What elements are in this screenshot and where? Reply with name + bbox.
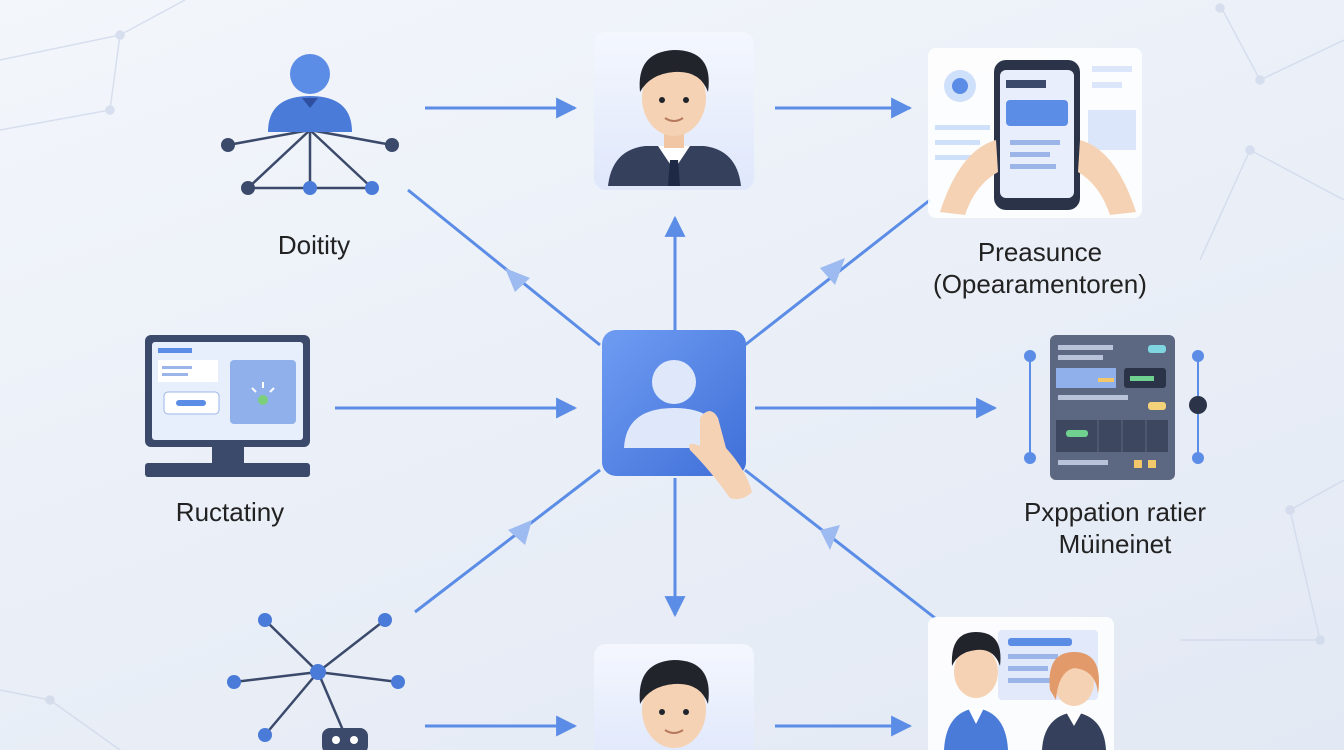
businessman-avatar-icon [594, 32, 754, 190]
label-top-right: Preasunce (Opearamentoren) [895, 236, 1185, 300]
network-person-icon [221, 54, 399, 195]
team-presentation-icon [928, 617, 1114, 750]
arrow-top-left-to-center [407, 188, 601, 347]
network-hub-icon [227, 613, 405, 750]
arrow-bottom-left-to-center [414, 468, 601, 614]
arrow-center-to-bottom-right [744, 468, 936, 620]
businessman-avatar-icon-bottom [594, 644, 754, 750]
label-top-left: Doitity [277, 230, 351, 260]
arrow-midpoint-heads [505, 258, 845, 550]
desktop-monitor-icon [145, 335, 310, 477]
label-middle-right-line2: Müineinet [1058, 529, 1172, 559]
label-middle-left: Ructatiny [175, 497, 285, 527]
smartphone-hands-icon [928, 48, 1142, 218]
label-top-right-line2: (Opearamentoren) [933, 269, 1147, 299]
label-top-right-line1: Preasunce [977, 237, 1103, 267]
label-middle-right-line1: Pxppation ratier [1023, 497, 1207, 527]
connector-arrows [335, 97, 998, 737]
label-middle-right: Pxppation ratier Müineinet [980, 496, 1250, 560]
central-user-touch-icon [602, 330, 752, 500]
dashboard-panel-icon [1024, 335, 1207, 480]
